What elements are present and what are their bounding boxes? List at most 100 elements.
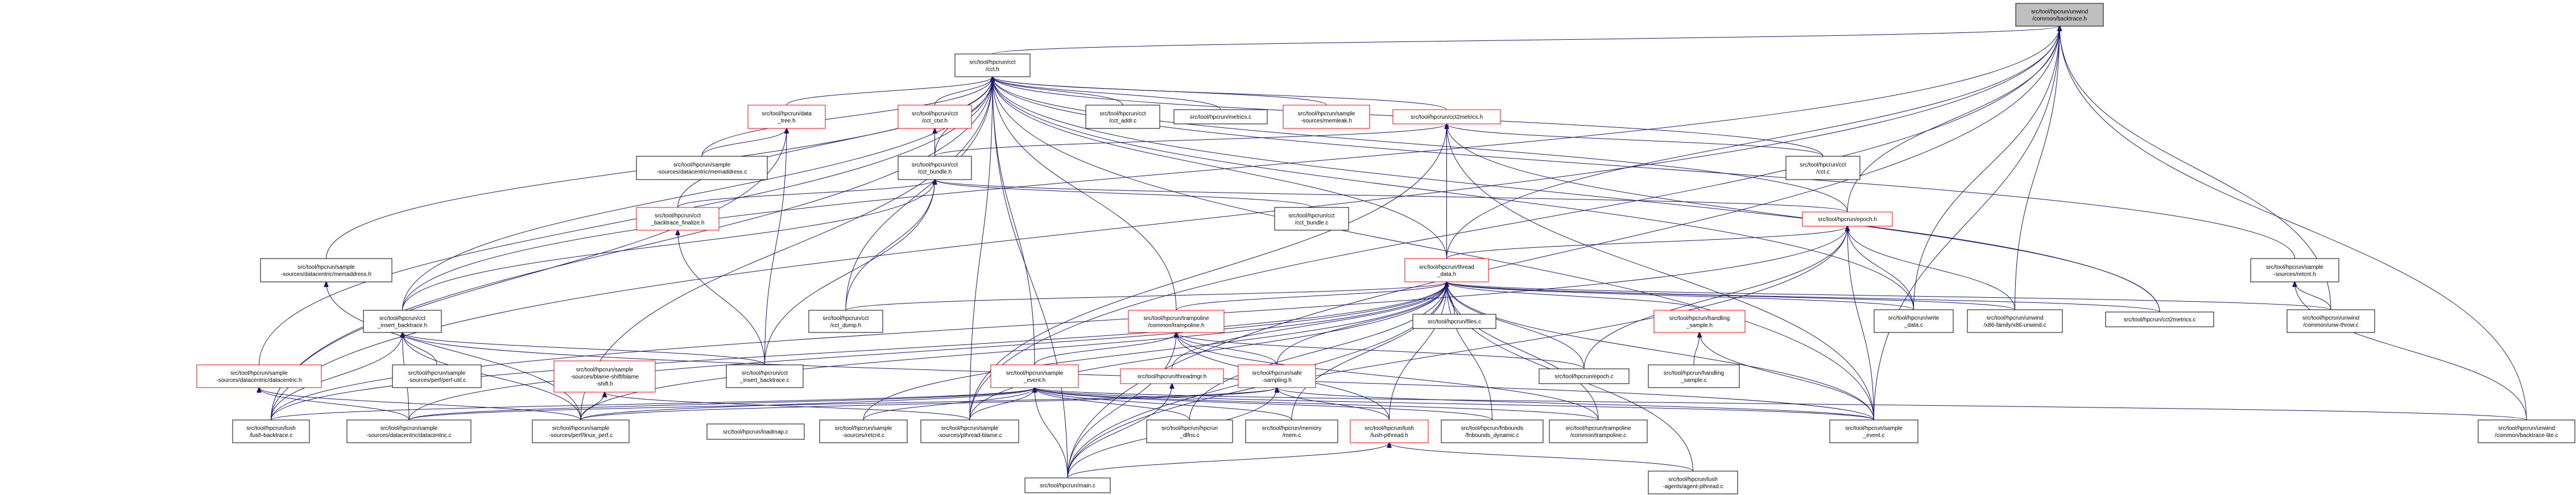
node-box [2015, 3, 2104, 27]
node-cct-bundle-c[interactable]: src/tool/hpcrun/cct/cct_bundle.c [1274, 207, 1349, 231]
node-mem-c[interactable]: src/tool/hpcrun/memory/mem.c [1245, 419, 1338, 443]
node-label-line: -sources/retcnt.h [2273, 271, 2315, 277]
node-handling-sample-c[interactable]: src/tool/hpcrun/handling_sample.c [1648, 364, 1740, 388]
node-box [1283, 105, 1370, 129]
node-handling-sample-h[interactable]: src/tool/hpcrun/handling_sample.h [1653, 310, 1746, 333]
edge-cct-insert-backtrace-h-to-cct-bundle-h [402, 180, 935, 311]
edge-epoch-h-to-cct-bundle-h [935, 180, 1848, 213]
node-cct2metrics-h[interactable]: src/tool/hpcrun/cct2metrics.h [1392, 109, 1501, 124]
edge-epoch-h-to-cct-h [993, 77, 1848, 213]
edge-layer [259, 26, 2527, 479]
node-loadmap-c[interactable]: src/tool/hpcrun/loadmap.c [706, 423, 805, 440]
edge-epoch-c-to-epoch-h [1583, 226, 1847, 369]
node-cct-h[interactable]: src/tool/hpcrun/cct/cct.h [954, 53, 1031, 77]
edge-cct-addr-c-to-cct-h [993, 77, 1123, 106]
node-box [1539, 368, 1630, 384]
node-safe-sampling-h[interactable]: src/tool/hpcrun/safe-sampling.h [1238, 364, 1316, 388]
node-label-line: _dlfns.c [1179, 432, 1199, 439]
node-label-line: /fnbounds_dynamic.c [1465, 432, 1519, 439]
edge-main-c-to-epoch-h [1067, 226, 1847, 479]
node-label-line: src/tool/hpcrun/cct [822, 315, 869, 322]
node-label-line: _sample.h [1686, 322, 1713, 328]
node-epoch-c[interactable]: src/tool/hpcrun/epoch.c [1539, 368, 1630, 384]
node-memaddress-c[interactable]: src/tool/hpcrun/sample-sources/datacentr… [636, 156, 768, 180]
node-x86-unwind-c[interactable]: src/tool/hpcrun/unwind/x86-family/x86-un… [1967, 309, 2063, 333]
edge-safe-sampling-h-to-trampoline-h [1176, 332, 1277, 365]
node-box [1024, 477, 1111, 493]
edge-metrics-c-to-cct-h [993, 77, 1221, 110]
node-write-data-c[interactable]: src/tool/hpcrun/write_data.c [1874, 309, 1954, 333]
node-lush-pthread-h[interactable]: src/tool/hpcrun/lush/lush-pthread.h [1350, 419, 1429, 443]
node-box [1802, 211, 1893, 227]
edge-x86-unwind-c-to-thread-data-h [1447, 282, 2015, 310]
node-pthread-blame-c[interactable]: src/tool/hpcrun/sample-sources/pthread-b… [920, 419, 1019, 443]
node-cct-insert-backtrace-c[interactable]: src/tool/hpcrun/cct_insert_backtrace.c [726, 364, 804, 388]
edge-linux-perf-c-to-memaddress-h [326, 282, 581, 421]
node-agent-pthread-c[interactable]: src/tool/hpcrun/lush-agents/agent-pthrea… [1648, 471, 1738, 494]
node-cct-bundle-h[interactable]: src/tool/hpcrun/cct/cct_bundle.h [898, 156, 972, 180]
node-cct2metrics-c[interactable]: src/tool/hpcrun/cct2metrics.c [2105, 311, 2214, 327]
node-epoch-h[interactable]: src/tool/hpcrun/epoch.h [1802, 211, 1893, 227]
node-unw-throw-c[interactable]: src/tool/hpcrun/unwind/common/unw-throw.… [2286, 309, 2375, 333]
edge-datacentric-c-to-datacentric-h [259, 388, 410, 421]
node-hpcrun-dlfns-c[interactable]: src/tool/hpcrun/hpcrun_dlfns.c [1146, 419, 1233, 443]
node-trampoline-h[interactable]: src/tool/hpcrun/trampoline/common/trampo… [1128, 310, 1225, 333]
edge-backtrace-lite-c-to-retcnt-h [2295, 282, 2527, 421]
node-data-tree-h[interactable]: src/tool/hpcrun/data_tree.h [747, 105, 826, 129]
node-memaddress-h[interactable]: src/tool/hpcrun/sample-sources/datacentr… [260, 258, 392, 282]
node-perf-util-c[interactable]: src/tool/hpcrun/sample-sources/perf/perf… [392, 364, 482, 388]
node-cct-dump-h[interactable]: src/tool/hpcrun/cct/cct_dump.h [808, 310, 883, 333]
edge-pthread-blame-c-to-cct2metrics-h [969, 124, 1447, 421]
node-linux-perf-c[interactable]: src/tool/hpcrun/sample-sources/perf/linu… [532, 419, 630, 443]
node-label-line: src/tool/hpcrun/cct [912, 162, 958, 168]
node-sample-event-c[interactable]: src/tool/hpcrun/sample_event.c [1829, 419, 1918, 443]
node-backtrace-lite-c[interactable]: src/tool/hpcrun/unwind/common/backtrace-… [2478, 419, 2575, 443]
node-label-line: src/tool/hpcrun/fnbounds [1461, 425, 1524, 431]
node-fnbounds-dynamic-c[interactable]: src/tool/hpcrun/fnbounds/fnbounds_dynami… [1441, 419, 1544, 443]
node-backtrace-h[interactable]: src/tool/hpcrun/unwind/common/backtrace.… [2015, 3, 2104, 27]
node-retcnt-h[interactable]: src/tool/hpcrun/sample-sources/retcnt.h [2250, 258, 2339, 282]
node-cct-c[interactable]: src/tool/hpcrun/cct/cct.c [1785, 156, 1860, 180]
node-sample-event-h[interactable]: src/tool/hpcrun/sample_event.h [990, 364, 1079, 388]
node-threadmgr-h[interactable]: src/tool/hpcrun/threadmgr.h [1120, 368, 1224, 384]
node-label-line: src/tool/hpcrun/sample [673, 162, 731, 168]
node-box [1829, 419, 1918, 443]
node-label-line: src/tool/hpcrun/cct [655, 213, 701, 219]
node-trampoline-c[interactable]: src/tool/hpcrun/trampoline/common/trampo… [1549, 419, 1648, 443]
edge-write-data-c-to-cct-h [993, 77, 1914, 310]
edge-main-c-to-backtrace-h [1067, 26, 2060, 479]
edge-x86-unwind-c-to-backtrace-h [2015, 26, 2060, 310]
node-cct-ctxt-h[interactable]: src/tool/hpcrun/cct/cct_ctxt.h [898, 105, 972, 129]
node-lush-backtrace-c[interactable]: src/tool/hpcrun/lush/lush-backtrace.c [232, 419, 310, 443]
node-box [1441, 419, 1544, 443]
edge-sample-event-c-to-safe-sampling-h [1277, 388, 1874, 421]
node-metrics-c[interactable]: src/tool/hpcrun/metrics.c [1173, 109, 1268, 124]
node-label-line: /mem.c [1283, 432, 1301, 439]
edge-unw-throw-c-to-backtrace-h [2060, 26, 2331, 310]
node-files-c[interactable]: src/tool/hpcrun/files.c [1412, 314, 1496, 329]
node-cct-insert-backtrace-h[interactable]: src/tool/hpcrun/cct_insert_backtrace.h [363, 310, 442, 333]
node-retcnt-c[interactable]: src/tool/hpcrun/sample-sources/retcnt.c [819, 419, 908, 443]
node-box [1120, 368, 1224, 384]
edge-unw-throw-c-to-retcnt-h [2295, 282, 2331, 310]
node-box [1274, 207, 1349, 231]
node-box [1245, 419, 1338, 443]
node-blame-shift-h[interactable]: src/tool/hpcrun/sample-sources/blame-shi… [553, 360, 656, 393]
edge-cct-bundle-c-to-cct-bundle-h [935, 180, 1312, 208]
node-label-line: src/tool/hpcrun/safe [1252, 370, 1302, 376]
node-cct-backtrace-finalize-h[interactable]: src/tool/hpcrun/cct_backtrace_finalize.h [636, 207, 720, 231]
node-datacentric-c[interactable]: src/tool/hpcrun/sample-sources/datacentr… [346, 419, 472, 443]
node-label-line: src/tool/hpcrun/cct [1800, 162, 1846, 168]
node-label-line: /cct_ctxt.h [922, 118, 948, 124]
edge-sample-event-c-to-sample-event-h [1035, 388, 1874, 421]
node-cct-addr-c[interactable]: src/tool/hpcrun/cct/cct_addr.c [1085, 105, 1160, 129]
node-thread-data-h[interactable]: src/tool/hpcrun/thread_data.h [1404, 258, 1489, 282]
node-label-line: src/tool/hpcrun/cct [969, 59, 1015, 65]
node-memleak-h[interactable]: src/tool/hpcrun/sample-sources/memleak.h [1283, 105, 1370, 129]
node-main-c[interactable]: src/tool/hpcrun/main.c [1024, 477, 1111, 493]
node-box [726, 364, 804, 388]
node-label-line: -shift.h [596, 381, 613, 388]
node-datacentric-h[interactable]: src/tool/hpcrun/sample-sources/datacentr… [196, 364, 322, 388]
node-box [1648, 471, 1738, 494]
node-box [636, 207, 720, 231]
